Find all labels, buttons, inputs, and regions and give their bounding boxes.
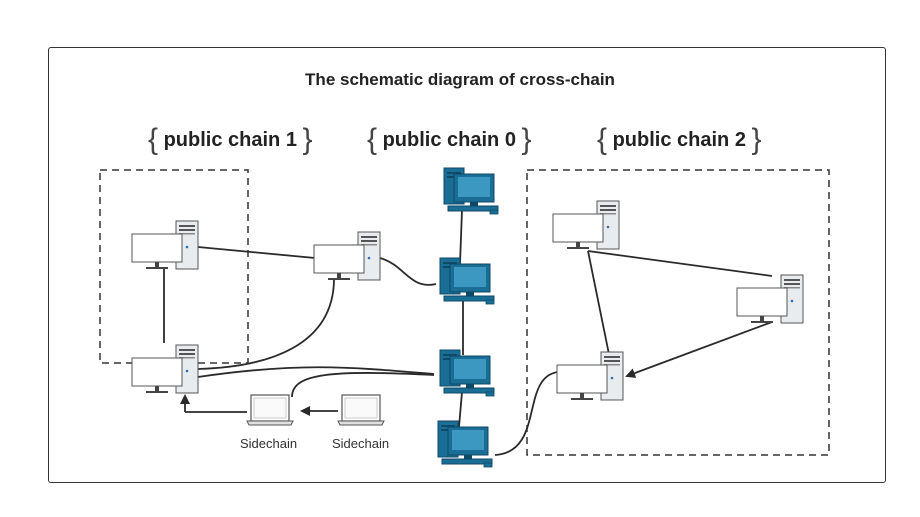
chain2-bottom-computer-icon: [556, 351, 624, 401]
link-chain2-top-to-right: [587, 250, 773, 277]
sidechain-label-right: Sidechain: [332, 436, 390, 451]
diagram-frame: [48, 47, 886, 483]
link-relay1-to-chain1-bottom: [197, 279, 335, 370]
link-chain1-top-to-relay1: [197, 246, 316, 259]
chain2-top-computer-icon: [552, 200, 620, 250]
chain0-node-2-computer-icon: [439, 257, 495, 305]
link-sidechain-to-hub: [291, 372, 435, 398]
sidechain-label-left: Sidechain: [240, 436, 298, 451]
link-hub-top-to-hub: [459, 209, 463, 265]
chain1-relay-computer-icon: [313, 231, 381, 281]
chain1-bottom-computer-icon: [131, 344, 199, 394]
chain0-node-3-computer-icon: [439, 349, 495, 397]
link-relay1-to-hub: [379, 257, 437, 286]
link-hub-bottom-to-chain2: [494, 371, 559, 456]
group-box-chain-2: [526, 169, 830, 456]
arrow-chain2-right-to-bottom: [625, 321, 773, 378]
chain-label-public-chain-2: { public chain 2 }: [597, 123, 762, 156]
chain0-node-1-computer-icon: [443, 167, 499, 215]
link-hub-mid-to-hub-bottom: [458, 391, 463, 428]
chain0-node-4-computer-icon: [437, 420, 493, 468]
link-hub-mid-to-chain1-bottom: [197, 366, 435, 378]
diagram-title: The schematic diagram of cross-chain: [305, 70, 615, 89]
group-box-chain-1: [99, 169, 249, 364]
chain-label-public-chain-1: { public chain 1 }: [148, 123, 313, 156]
chain-label-public-chain-0: { public chain 0 }: [367, 123, 532, 156]
sidechain-right-laptop-icon: [337, 394, 385, 426]
chain1-top-computer-icon: [131, 220, 199, 270]
sidechain-left-laptop-icon: [246, 394, 294, 426]
chain2-right-computer-icon: [736, 274, 804, 324]
